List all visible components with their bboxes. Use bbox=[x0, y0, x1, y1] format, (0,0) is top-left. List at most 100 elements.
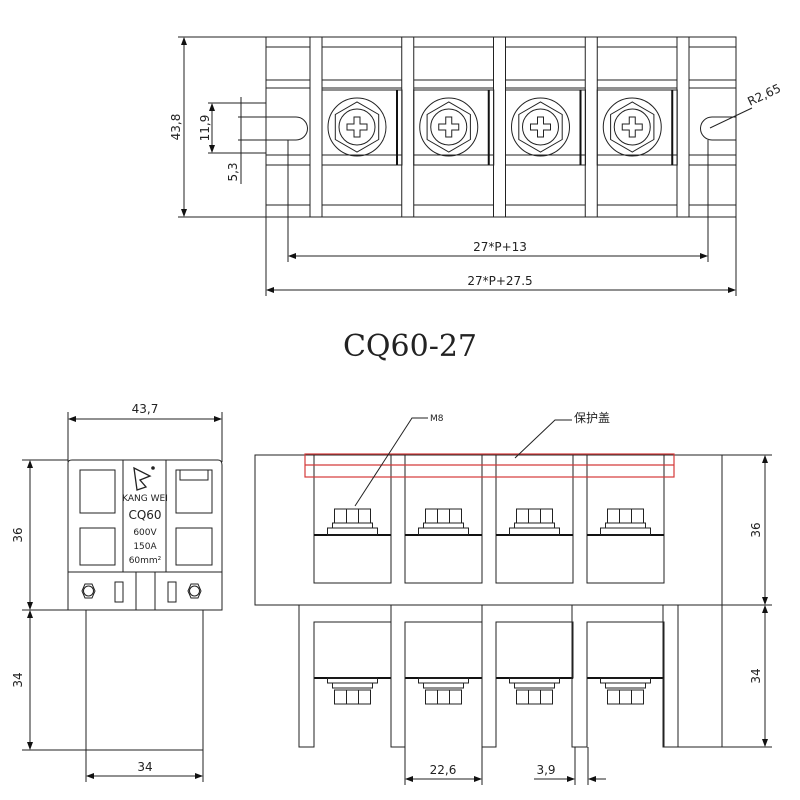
screw-head bbox=[522, 108, 559, 146]
label-current: 150A bbox=[133, 542, 157, 552]
label-brand: KANG WEI bbox=[122, 494, 168, 504]
washer bbox=[423, 522, 464, 529]
side-upper-body bbox=[67, 459, 223, 611]
washer bbox=[509, 527, 560, 536]
screw-cell bbox=[505, 89, 586, 166]
slot bbox=[114, 581, 124, 603]
m8-nut bbox=[516, 508, 553, 524]
phillips-cross-icon bbox=[346, 116, 368, 138]
top-view: 43,8 11,9 5,3 R2,65 27*P+13 27*P+27.5 bbox=[169, 36, 783, 296]
side-lower-body bbox=[85, 609, 204, 751]
screw-cell bbox=[413, 89, 495, 166]
m8-callout: M8 bbox=[430, 414, 444, 424]
phillips-cross-icon bbox=[621, 116, 643, 138]
m8-nut bbox=[334, 508, 371, 524]
hex-head-icon bbox=[610, 101, 655, 153]
barrier-leg bbox=[571, 605, 588, 748]
hex-head-icon bbox=[426, 101, 471, 153]
washer bbox=[418, 527, 469, 536]
cover-leader bbox=[514, 419, 572, 459]
barrier-wall bbox=[676, 36, 690, 218]
front-cells bbox=[298, 454, 679, 748]
front-upper-height-dim: 36 bbox=[749, 522, 763, 537]
screw-cell bbox=[321, 89, 403, 166]
nut-hole bbox=[83, 585, 94, 597]
barrier-wall bbox=[401, 36, 415, 218]
washer-outline bbox=[327, 97, 387, 157]
m8-leader bbox=[354, 417, 428, 507]
radius-leader bbox=[709, 107, 753, 129]
hex-head-icon bbox=[518, 101, 563, 153]
m8-nut bbox=[425, 689, 462, 705]
barrier-wall bbox=[493, 36, 506, 218]
washer bbox=[600, 527, 651, 536]
barrier-leg bbox=[481, 605, 497, 748]
terminal-tab bbox=[179, 469, 209, 481]
lower-terminal-block bbox=[404, 621, 483, 679]
washer-outline bbox=[419, 97, 479, 157]
top-screws bbox=[321, 89, 678, 166]
barrier-wall bbox=[309, 36, 323, 218]
washer bbox=[605, 682, 646, 689]
washer bbox=[423, 682, 464, 689]
lower-terminal-block bbox=[586, 621, 665, 679]
barrier-leg bbox=[390, 605, 406, 748]
drawing-title: CQ60-27 bbox=[343, 329, 477, 364]
washer bbox=[514, 522, 555, 529]
washer bbox=[332, 522, 373, 529]
barrier-leg bbox=[662, 605, 679, 748]
nut-hole bbox=[189, 585, 200, 597]
terminal-cell bbox=[495, 454, 574, 584]
front-upper-body bbox=[254, 454, 723, 606]
hex-nut-icon bbox=[81, 583, 96, 599]
cell-width-dim: 22,6 bbox=[430, 763, 457, 777]
inner-length-dim: 27*P+13 bbox=[473, 240, 527, 254]
terminal-window bbox=[79, 469, 116, 514]
phillips-cross-icon bbox=[438, 116, 460, 138]
label-voltage: 600V bbox=[133, 528, 157, 538]
front-view: M8 保护盖 36 34 22,6 3,9 bbox=[254, 411, 772, 785]
hex-head-icon bbox=[334, 101, 380, 153]
terminal-window bbox=[79, 527, 116, 566]
m8-nut bbox=[425, 508, 462, 524]
washer bbox=[605, 522, 646, 529]
side-base-width-dim: 34 bbox=[137, 760, 152, 774]
slot bbox=[167, 581, 177, 603]
washer bbox=[514, 682, 555, 689]
barrier-wall bbox=[584, 36, 598, 218]
slot-width-dim: 5,3 bbox=[226, 162, 240, 181]
height-dim: 43,8 bbox=[169, 114, 183, 141]
left-mounting-slot bbox=[266, 116, 308, 141]
side-width-dim: 43,7 bbox=[132, 402, 159, 416]
terminal-window bbox=[175, 469, 213, 514]
label-model: CQ60 bbox=[128, 508, 161, 522]
screw-head bbox=[613, 108, 651, 146]
outer-length-dim: 27*P+27.5 bbox=[467, 274, 532, 288]
side-view: 43,7 KANG WEI CQ60 600V 150A 60mm² 34 bbox=[11, 402, 223, 782]
lower-terminal-block bbox=[495, 621, 574, 679]
washer bbox=[327, 527, 378, 536]
screw-head bbox=[338, 108, 376, 146]
hex-nut-icon bbox=[187, 583, 202, 599]
label-cross-section: 60mm² bbox=[129, 556, 162, 566]
lower-terminal-block bbox=[313, 621, 392, 679]
side-upper-height-dim: 36 bbox=[11, 527, 25, 542]
m8-nut bbox=[334, 689, 371, 705]
washer-outline bbox=[511, 97, 570, 157]
terminal-cell bbox=[404, 454, 483, 584]
slot-pitch-dim: 11,9 bbox=[198, 115, 212, 142]
barrier-leg bbox=[298, 605, 315, 748]
terminal-cell bbox=[586, 454, 665, 584]
terminal-window bbox=[175, 527, 213, 566]
right-mounting-slot bbox=[700, 116, 736, 141]
gap-dim: 3,9 bbox=[536, 763, 555, 777]
washer-outline bbox=[602, 97, 662, 157]
cover-callout: 保护盖 bbox=[574, 411, 610, 425]
m8-nut bbox=[516, 689, 553, 705]
screw-head bbox=[430, 108, 468, 146]
right-end-block bbox=[677, 604, 723, 748]
radius-dim: R2,65 bbox=[745, 81, 783, 109]
m8-nut bbox=[607, 508, 644, 524]
